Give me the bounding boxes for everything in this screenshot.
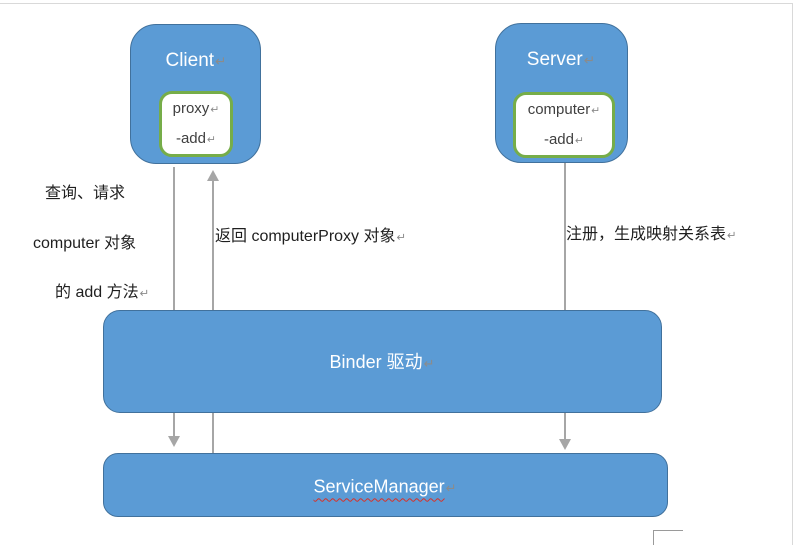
line-break-mark: ↵ — [583, 53, 596, 69]
line-break-mark: ↵ — [210, 103, 220, 116]
page-right-edge — [792, 3, 793, 545]
arrow-shaft — [564, 162, 566, 439]
left-annotation-line-1[interactable]: 查询、请求 — [45, 185, 126, 202]
binder-label-text: Binder 驱动 — [329, 352, 423, 372]
line-break-mark: ↵ — [574, 134, 585, 147]
computer-add-line: -add↵ — [543, 131, 585, 148]
client-proxy-box[interactable]: proxy↵ -add↵ — [159, 91, 233, 157]
computer-line: computer↵ — [527, 101, 601, 118]
bottom-object-top-edge — [653, 530, 683, 531]
server-computer-box[interactable]: computer↵ -add↵ — [513, 92, 615, 158]
line-break-mark: ↵ — [423, 357, 435, 372]
servicemanager-label-text: ServiceManager — [313, 476, 445, 497]
arrow-shaft — [173, 167, 175, 437]
arrowhead-down-icon — [168, 436, 180, 447]
left-annotation-text: 的 add 方法 — [55, 284, 139, 301]
line-break-mark: ↵ — [215, 54, 227, 70]
client-label-text: Client — [165, 50, 215, 71]
line-break-mark: ↵ — [139, 286, 150, 300]
page-top-edge — [0, 3, 793, 4]
line-break-mark: ↵ — [206, 133, 217, 146]
right-annotation-text: 注册，生成映射关系表 — [566, 226, 727, 243]
left-annotation-line-2[interactable]: computer 对象 — [33, 235, 137, 252]
middle-annotation-text: 返回 computerProxy 对象 — [215, 228, 396, 245]
server-label-text: Server — [526, 49, 583, 70]
servicemanager-node[interactable] — [103, 453, 668, 517]
middle-annotation[interactable]: 返回 computerProxy 对象↵ — [215, 222, 406, 246]
servicemanager-label: ServiceManager↵ — [314, 477, 457, 498]
client-node-label: Client↵ — [165, 50, 226, 72]
arrowhead-up-icon — [207, 170, 219, 181]
arrowhead-down-icon — [559, 439, 571, 450]
line-break-mark: ↵ — [445, 481, 457, 497]
right-annotation[interactable]: 注册，生成映射关系表↵ — [566, 220, 737, 244]
server-node-label: Server↵ — [527, 49, 595, 71]
proxy-line: proxy↵ — [172, 100, 220, 117]
line-break-mark: ↵ — [396, 230, 407, 244]
binder-driver-node[interactable] — [103, 310, 662, 413]
line-break-mark: ↵ — [591, 104, 601, 117]
binder-driver-label: Binder 驱动↵ — [330, 348, 435, 374]
proxy-add-line: -add↵ — [175, 130, 217, 147]
bottom-object-left-edge — [653, 530, 654, 545]
line-break-mark: ↵ — [727, 228, 737, 242]
left-annotation-line-3[interactable]: 的 add 方法↵ — [55, 278, 149, 302]
